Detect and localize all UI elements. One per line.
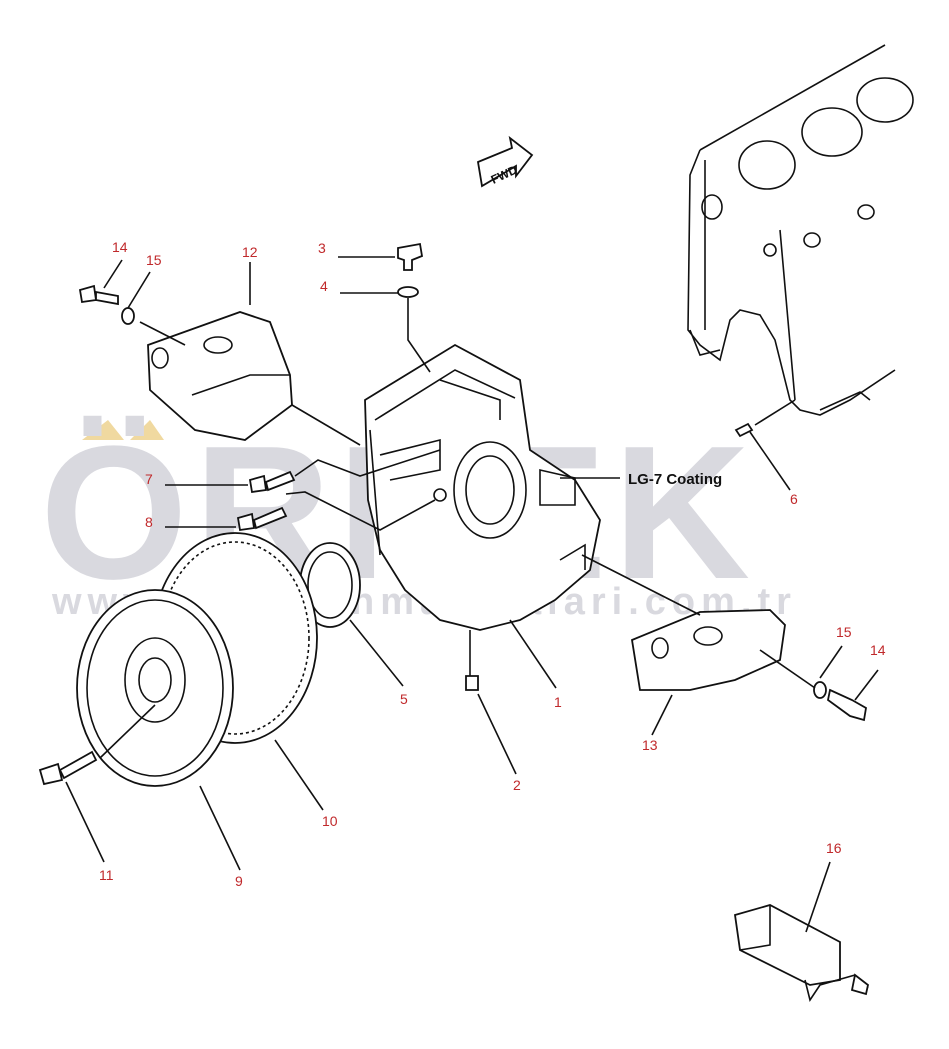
alignment-tool xyxy=(733,904,870,1002)
plug-2 xyxy=(465,675,479,691)
bolt-8 xyxy=(236,506,288,532)
dowel-pin-6 xyxy=(734,422,754,438)
flywheel xyxy=(76,589,234,787)
callout-11: 11 xyxy=(99,867,114,883)
watermark-accent-left xyxy=(82,420,124,440)
washer-4 xyxy=(397,286,419,298)
callout-9: 9 xyxy=(235,873,243,889)
watermark-accent-right xyxy=(130,420,164,440)
flywheel-housing xyxy=(364,343,601,631)
washer-15-left xyxy=(121,307,135,325)
bolt-7 xyxy=(248,470,296,494)
bolt-11 xyxy=(38,750,98,786)
fwd-direction-marker: FWD xyxy=(476,135,534,188)
callout-8: 8 xyxy=(145,514,153,530)
callout-15-right: 15 xyxy=(836,624,852,640)
hardware xyxy=(38,242,867,786)
bolt-14-left xyxy=(78,284,119,306)
callout-numbers: 1 2 3 4 5 6 7 8 9 10 11 12 13 14 14 15 1… xyxy=(99,239,886,889)
callout-14-right: 14 xyxy=(870,642,886,658)
callout-7: 7 xyxy=(145,471,153,487)
callout-15-left: 15 xyxy=(146,252,162,268)
callout-14-left: 14 xyxy=(112,239,128,255)
mount-bracket-right xyxy=(630,609,786,691)
callout-10: 10 xyxy=(322,813,338,829)
coating-note: LG-7 Coating xyxy=(628,471,722,488)
callout-5: 5 xyxy=(400,691,408,707)
callout-2: 2 xyxy=(513,777,521,793)
leader-lines xyxy=(65,256,879,933)
callout-12: 12 xyxy=(242,244,258,260)
callout-1: 1 xyxy=(554,694,562,710)
plug-bolt-3 xyxy=(397,242,424,271)
bolt-14-right xyxy=(827,688,867,722)
washer-15-right xyxy=(813,681,827,699)
callout-13: 13 xyxy=(642,737,658,753)
callout-4: 4 xyxy=(320,278,328,294)
callout-3: 3 xyxy=(318,240,326,256)
callout-16: 16 xyxy=(826,840,842,856)
engine-block xyxy=(687,44,914,416)
callout-6: 6 xyxy=(790,491,798,507)
